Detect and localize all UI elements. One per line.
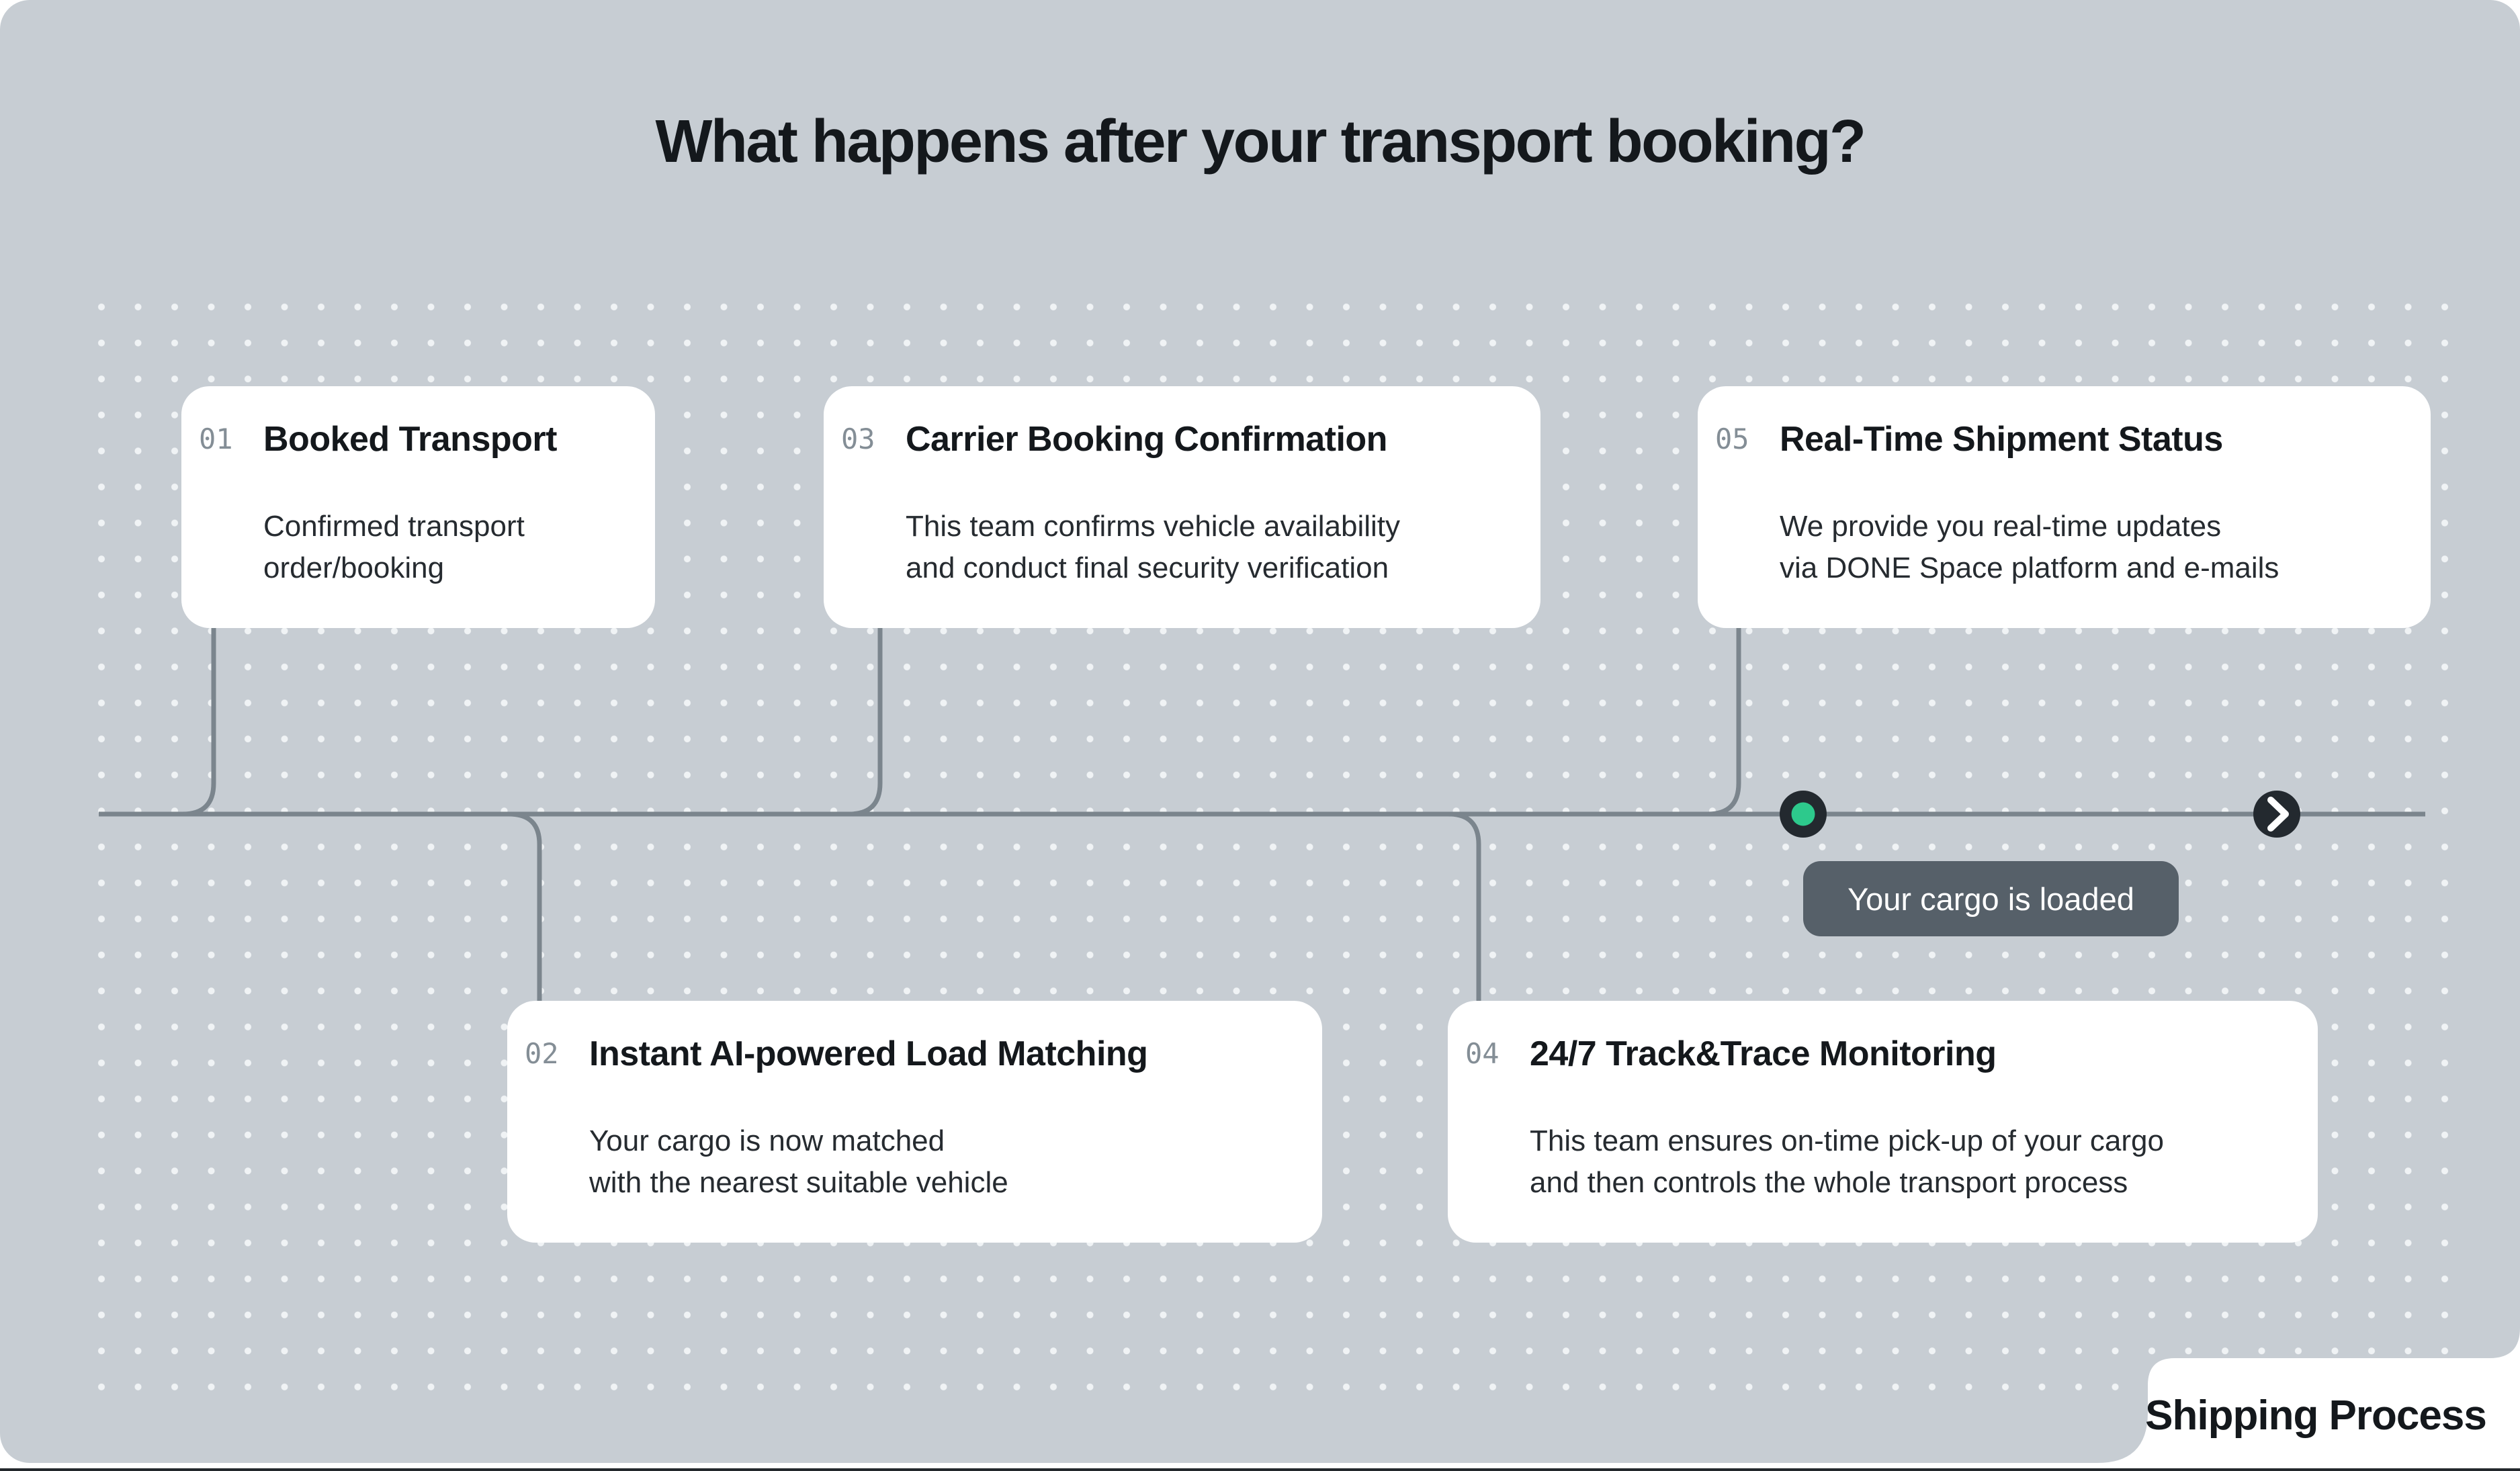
page-title: What happens after your transport bookin… — [655, 108, 1866, 175]
step-description: This team ensures on-time pick-up of you… — [1530, 1120, 2164, 1204]
footer-tab-label: Shipping Process — [2145, 1392, 2487, 1439]
step-description: Your cargo is now matched with the neare… — [589, 1120, 1147, 1204]
timeline-next-button[interactable] — [2253, 791, 2300, 838]
step-description: This team confirms vehicle availability … — [906, 506, 1400, 589]
step-title: 24/7 Track&Trace Monitoring — [1530, 1034, 1997, 1073]
step-title: Real-Time Shipment Status — [1780, 420, 2223, 459]
step-description-line: Confirmed transport — [263, 510, 525, 543]
step-card-01: 01 Booked Transport Confirmed transport … — [181, 386, 655, 628]
step-title: Carrier Booking Confirmation — [906, 420, 1387, 459]
step-description-line: This team ensures on-time pick-up of you… — [1530, 1124, 2164, 1157]
footer-tab-shape — [2097, 1328, 2520, 1471]
step-card-04: 04 24/7 Track&Trace Monitoring This team… — [1448, 1001, 2318, 1243]
step-number: 05 — [1715, 422, 1749, 455]
step-description-line: with the nearest suitable vehicle — [589, 1166, 1008, 1199]
step-card-01-content: Booked Transport Confirmed transport ord… — [263, 418, 557, 589]
cargo-loaded-dot-inner — [1791, 802, 1815, 826]
step-number: 02 — [525, 1037, 559, 1070]
step-card-05-content: Real-Time Shipment Status We provide you… — [1780, 418, 2279, 589]
chevron-right-icon — [2267, 797, 2289, 832]
step-description-line: and then controls the whole transport pr… — [1530, 1166, 2128, 1199]
step-number: 03 — [841, 422, 875, 455]
step-card-04-content: 24/7 Track&Trace Monitoring This team en… — [1530, 1033, 2164, 1204]
step-card-03-content: Carrier Booking Confirmation This team c… — [906, 418, 1400, 589]
step-title: Booked Transport — [263, 420, 557, 459]
step-card-02: 02 Instant AI-powered Load Matching Your… — [507, 1001, 1322, 1243]
step-title: Instant AI-powered Load Matching — [589, 1034, 1148, 1073]
connector-step-01 — [182, 625, 216, 817]
step-description-line: via DONE Space platform and e-mails — [1780, 551, 2279, 584]
step-description: Confirmed transport order/booking — [263, 506, 557, 589]
step-description-line: order/booking — [263, 551, 445, 584]
connector-step-05 — [1707, 625, 1741, 817]
step-description-line: This team confirms vehicle availability — [906, 510, 1401, 543]
cargo-loaded-tooltip: Your cargo is loaded — [1803, 861, 2179, 936]
step-description-line: Your cargo is now matched — [589, 1124, 945, 1157]
step-number: 04 — [1465, 1037, 1500, 1070]
connector-step-04 — [1448, 811, 1481, 1004]
connector-step-03 — [849, 625, 883, 817]
step-number: 01 — [199, 422, 233, 455]
step-card-03: 03 Carrier Booking Confirmation This tea… — [824, 386, 1540, 628]
step-card-02-content: Instant AI-powered Load Matching Your ca… — [589, 1033, 1148, 1204]
step-description: We provide you real-time updates via DON… — [1780, 506, 2279, 589]
step-description-line: and conduct final security verification — [906, 551, 1389, 584]
bottom-section-edge — [0, 1468, 2520, 1471]
step-card-05: 05 Real-Time Shipment Status We provide … — [1698, 386, 2431, 628]
connector-step-02 — [509, 811, 542, 1004]
step-description-line: We provide you real-time updates — [1780, 510, 2222, 543]
